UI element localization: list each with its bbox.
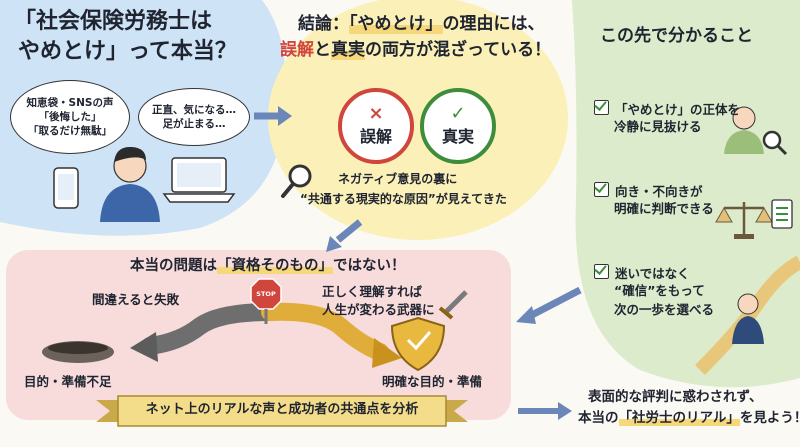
conclusion-mid: と: [314, 40, 331, 60]
success-path-line2: 人生が変わる武器に: [322, 302, 435, 317]
conclusion-line1: 結論：「やめとけ」の理由には、: [298, 14, 545, 35]
sns-bubble-line1: 知恵袋・SNSの声: [26, 96, 114, 109]
success-path-illustration: [261, 302, 402, 368]
stop-sign-icon: [250, 278, 282, 324]
conclusion-line2-suffix: の両方が混ざっている！: [365, 40, 552, 60]
heading-suffix: ではない！: [333, 258, 406, 274]
insight-line2: “共通する現実的な原因”が見えてきた: [300, 192, 507, 206]
conclusion-highlight: 「やめとけ」: [349, 14, 443, 34]
checkbox-icon: [594, 100, 609, 115]
truth-badge: ✓ 真実: [420, 88, 496, 164]
arrow-right-to-bottom: [516, 286, 582, 324]
left-title-line2: やめとけ」って本当？: [18, 39, 237, 64]
heading-prefix: 本当の問題は: [130, 258, 217, 274]
sns-bubble-line2: 「後悔した」: [38, 110, 102, 123]
arrow-center-to-bottom: [326, 219, 363, 252]
checkbox-icon: [594, 264, 609, 279]
analysis-ribbon: [96, 395, 468, 427]
conclusion-wrong-word: 誤解: [280, 40, 314, 60]
right-panel-bg: [572, 0, 800, 388]
failure-path-illustration: [42, 303, 279, 363]
checkbox-icon: [594, 182, 609, 197]
laptop-icon: [162, 157, 236, 203]
sns-bubble-line3: 「取るだけ無駄」: [28, 125, 112, 138]
success-result-label: 明確な目的・準備: [382, 374, 483, 389]
balance-scale-icon: [715, 202, 773, 239]
benefit-2-line2: 明確に判断できる: [614, 201, 714, 216]
success-path-line1: 正しく理解すれば: [322, 284, 423, 299]
benefit-3-line2: “確信”をもって: [614, 283, 705, 298]
benefit-3-line3: 次の一歩を選べる: [614, 302, 715, 317]
arrow-left-to-center: [254, 106, 292, 126]
benefit-3-line1: 迷いではなく: [615, 266, 690, 281]
insight-line1: ネガティブ意見の裏に: [338, 172, 458, 186]
sns-voice-bubble: 知恵袋・SNSの声 「後悔した」 「取るだけ無駄」: [10, 80, 130, 154]
real-problem-heading: 本当の問題は「資格そのもの」ではない！: [130, 257, 406, 275]
benefit-1-line1: 「やめとけ」の正体を: [615, 102, 741, 117]
footer-line1: 表面的な評判に惑わされず、: [588, 389, 763, 405]
worried-person-illustration: [100, 146, 160, 222]
worry-thought-bubble: 正直、気になる… 足が止まる…: [138, 88, 250, 146]
smartphone-icon: [53, 167, 79, 209]
conclusion-prefix: 結論：: [298, 14, 349, 34]
shield-sword-icon: [390, 290, 468, 372]
conclusion-true-word: 真実: [331, 40, 365, 60]
heading-highlight: 「資格そのもの」: [217, 258, 333, 274]
benefit-1-line2: 冷静に見抜ける: [614, 119, 702, 134]
footer-prefix: 本当の: [578, 410, 619, 426]
businessman-on-path-illustration: [695, 255, 800, 375]
person-with-magnifier-illustration: [724, 106, 788, 156]
worry-bubble-line2: 足が止まる…: [162, 118, 226, 130]
footer-suffix: を見よう！: [739, 410, 800, 426]
check-mark-icon: ✓: [450, 103, 466, 124]
footer-line2: 本当の「社労士のリアル」を見よう！: [578, 410, 800, 427]
left-title-line1: 「社会保険労務士は: [14, 9, 213, 34]
arrow-ribbon-to-footer: [518, 402, 572, 420]
ribbon-text: ネット上のリアルな声と成功者の共通点を分析: [145, 402, 419, 417]
benefit-item-3: 迷いではなく: [594, 264, 690, 282]
right-title: この先で分かること: [600, 26, 753, 46]
benefit-item-1: 「やめとけ」の正体を: [594, 100, 740, 118]
misunderstanding-label: 誤解: [359, 127, 392, 146]
footer-highlight: 「社労士のリアル」: [618, 410, 740, 426]
benefit-item-2: 向き・不向きが: [594, 182, 703, 200]
conclusion-suffix: の理由には、: [442, 14, 545, 34]
bottom-panel-bg: [6, 250, 511, 420]
truth-label: 真実: [441, 127, 474, 146]
failure-result-label: 目的・準備不足: [24, 374, 112, 389]
worry-bubble-line1: 正直、気になる…: [152, 103, 236, 116]
benefit-2-line1: 向き・不向きが: [615, 184, 703, 199]
magnifier-icon: [281, 164, 312, 198]
checklist-icon: [771, 199, 793, 229]
stop-sign-text: STOP: [256, 290, 276, 298]
conclusion-line2: 誤解と真実の両方が混ざっている！: [280, 40, 551, 61]
misunderstanding-badge: × 誤解: [338, 88, 414, 164]
failure-path-label: 間違えると失敗: [92, 292, 180, 307]
x-mark-icon: ×: [368, 103, 384, 124]
